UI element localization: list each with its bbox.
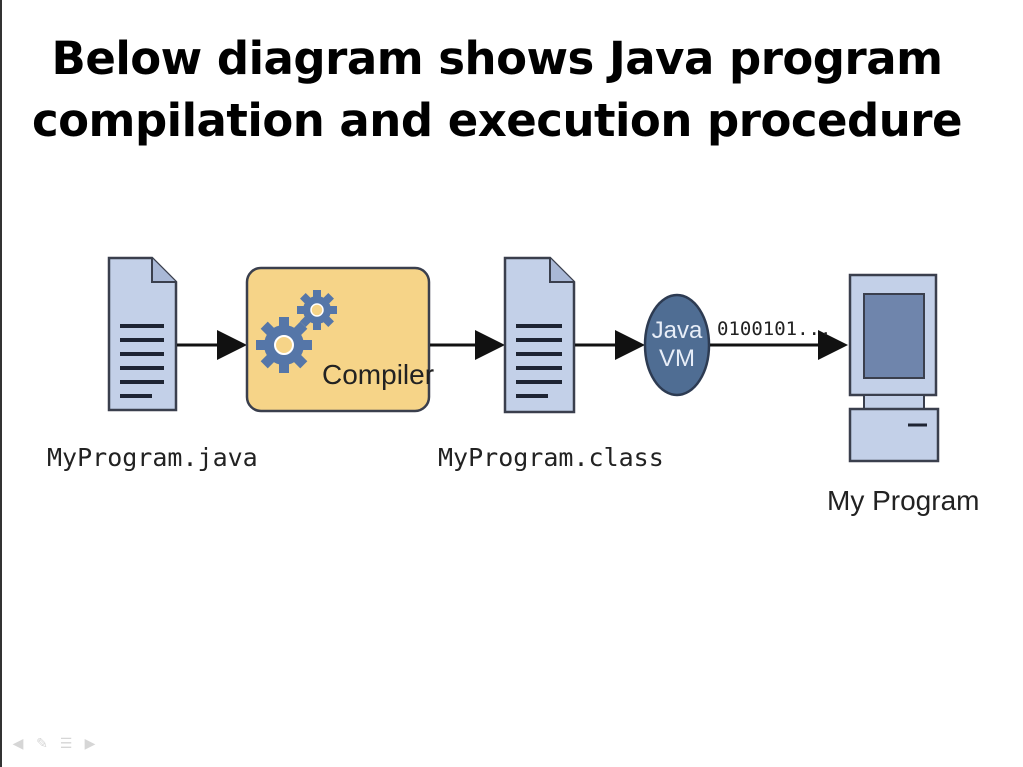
menu-icon[interactable]: ☰ (59, 736, 73, 752)
compiler-box: Compiler (245, 266, 434, 413)
title-line-2: compilation and execution procedure (31, 94, 963, 147)
class-file-label: MyProgram.class (438, 443, 664, 472)
jvm-label-java: Java (652, 317, 703, 344)
jvm-label-vm: VM (659, 345, 695, 372)
title-line-1: Below diagram shows Java program (51, 32, 943, 85)
gears-icon (256, 290, 337, 373)
computer-icon (848, 273, 940, 463)
class-file-icon (503, 256, 576, 414)
source-file-label: MyProgram.java (47, 443, 258, 472)
compiler-label: Compiler (322, 359, 434, 390)
forward-arrow-icon[interactable]: ▶ (84, 736, 96, 752)
jvm-circle: Java VM (643, 293, 711, 397)
slide-nav-bar: ◀ ✎ ☰ ▶ (10, 736, 98, 752)
pen-icon[interactable]: ✎ (36, 736, 48, 752)
source-file-icon (107, 256, 178, 412)
bytecode-label: 0100101... (717, 318, 831, 340)
back-arrow-icon[interactable]: ◀ (12, 736, 24, 752)
program-label: My Program (827, 485, 979, 516)
slide-title: Below diagram shows Java program compila… (2, 28, 992, 152)
